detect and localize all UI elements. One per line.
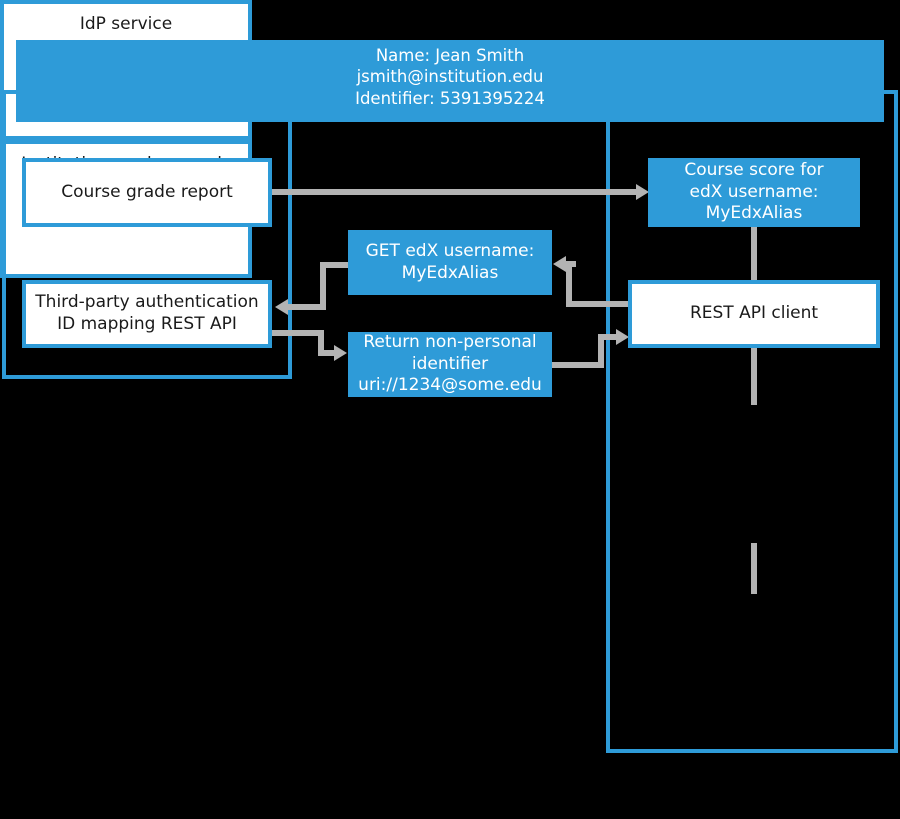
node-institution-record-line3: Identifier: 5391395224 xyxy=(355,88,545,108)
node-third-party-api-label: Third-party authentication ID mapping RE… xyxy=(35,292,258,336)
node-institution-record: Name: Jean Smith jsmith@institution.edu … xyxy=(16,40,884,122)
connector-rest-client-to-get-username-h1 xyxy=(566,301,630,307)
connector-rest-client-to-idp-service xyxy=(751,347,757,405)
node-return-identifier-label: Return non-personal identifier uri://123… xyxy=(358,332,542,397)
connector-get-username-to-api-h2 xyxy=(288,304,326,310)
node-return-identifier-line3: uri://1234@some.edu xyxy=(358,375,542,396)
connector-get-username-to-api-h1 xyxy=(320,262,350,268)
node-rest-api-client[interactable]: REST API client xyxy=(628,280,880,348)
node-get-edx-username-request[interactable]: GET edX username: MyEdxAlias xyxy=(348,230,552,295)
node-course-score-label: Course score for edX username: MyEdxAlia… xyxy=(684,160,823,225)
node-course-grade-report[interactable]: Course grade report xyxy=(22,158,272,227)
arrowhead-to-get-username-box xyxy=(553,256,566,272)
connector-return-identifier-to-rest-client-h2 xyxy=(598,334,620,340)
connector-get-username-to-api-v xyxy=(320,262,326,310)
arrowhead-to-rest-api-client xyxy=(616,329,629,345)
node-course-score-line3: MyEdxAlias xyxy=(705,203,803,224)
connector-grade-report-to-course-score xyxy=(272,189,638,195)
connector-idp-service-to-institution-records xyxy=(751,543,757,594)
node-course-score-line2: edX username: xyxy=(689,181,819,202)
node-third-party-api-line1: Third-party authentication xyxy=(35,292,259,313)
connector-api-to-return-identifier-h1 xyxy=(272,330,324,336)
node-institution-record-line2: jsmith@institution.edu xyxy=(356,67,544,87)
node-get-edx-username-label: GET edX username: MyEdxAlias xyxy=(366,241,535,285)
node-get-edx-username-line1: GET edX username: xyxy=(365,240,535,261)
arrowhead-to-return-identifier xyxy=(334,345,347,361)
node-return-identifier-line2: identifier xyxy=(411,353,489,374)
node-return-non-personal-identifier[interactable]: Return non-personal identifier uri://123… xyxy=(348,332,552,397)
node-third-party-auth-id-mapping-rest-api[interactable]: Third-party authentication ID mapping RE… xyxy=(22,280,272,348)
node-get-edx-username-line2: MyEdxAlias xyxy=(401,262,499,283)
node-course-score-for-edx-username[interactable]: Course score for edX username: MyEdxAlia… xyxy=(648,158,860,227)
node-course-score-line1: Course score for xyxy=(684,159,824,180)
connector-api-to-return-identifier-v xyxy=(318,330,324,356)
node-return-identifier-line1: Return non-personal xyxy=(363,331,537,352)
connector-rest-client-to-get-username-h3 xyxy=(566,261,576,267)
node-idp-service-title: IdP service xyxy=(79,14,173,34)
connector-return-identifier-to-rest-client-h1 xyxy=(552,362,604,368)
connector-return-identifier-to-rest-client-v xyxy=(598,334,604,368)
connector-rest-client-to-get-username-v xyxy=(566,261,572,307)
arrowhead-to-course-score xyxy=(636,184,649,200)
arrowhead-to-third-party-api xyxy=(275,299,288,315)
node-institution-record-line1: Name: Jean Smith xyxy=(375,46,525,65)
node-course-grade-report-label: Course grade report xyxy=(61,181,233,202)
connector-api-to-return-identifier-h2 xyxy=(318,350,336,356)
connector-course-score-to-rest-client xyxy=(751,227,757,282)
node-rest-api-client-label: REST API client xyxy=(689,303,819,324)
node-third-party-api-line2: ID mapping REST API xyxy=(57,314,237,334)
